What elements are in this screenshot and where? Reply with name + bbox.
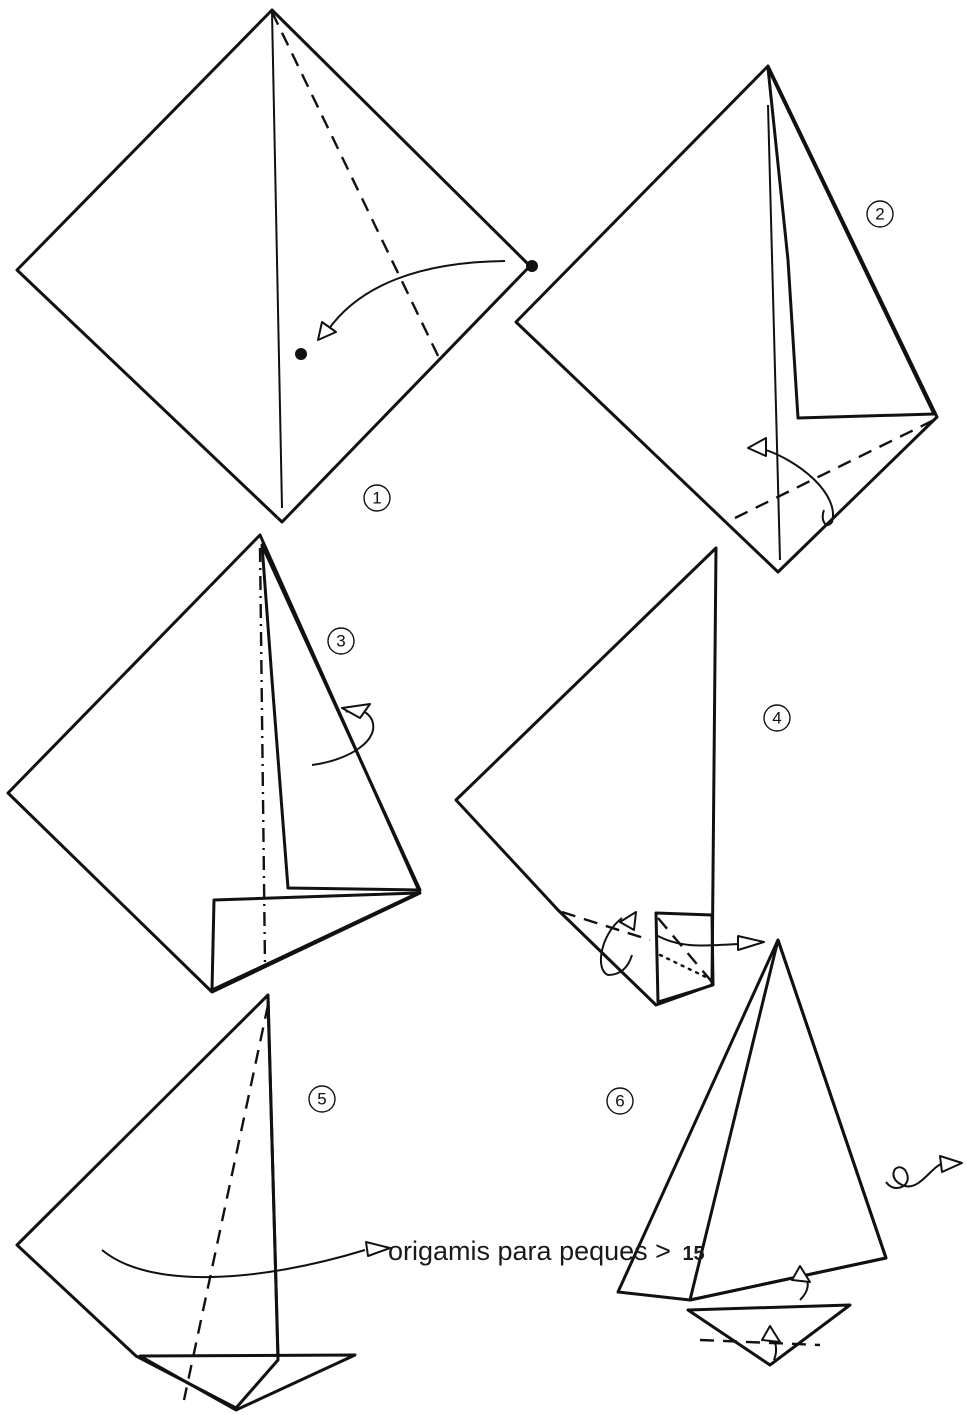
page-number: 15 (682, 1243, 704, 1265)
step-3-number-badge: 3 (328, 628, 354, 654)
step-4-diagram: 4 (456, 548, 790, 1005)
step-2-number: 2 (875, 205, 884, 224)
step-5-mast-line (268, 1000, 278, 1356)
step-1-target-dot (295, 348, 307, 360)
step-5-number: 5 (317, 1090, 326, 1109)
step-1-valley-fold-line (272, 12, 440, 360)
step-3-upper-flap (262, 545, 420, 890)
step-6-lower-arrowhead (762, 1326, 780, 1342)
step-2-number-badge: 2 (867, 201, 893, 227)
step-3-number: 3 (336, 632, 345, 651)
step-5-hull-flap (140, 1355, 355, 1410)
step-5-arrowhead (366, 1242, 390, 1256)
step-6-sail-front (690, 940, 886, 1300)
step-6-number-badge: 6 (607, 1088, 633, 1114)
step-3-arrowhead (342, 704, 370, 718)
step-1-diagram: 1 (17, 10, 538, 522)
step-6-upper-fold-line (690, 1258, 886, 1300)
step-2-folded-flap (768, 68, 934, 418)
step-1-arrowhead (318, 322, 336, 340)
step-4-number-badge: 4 (764, 705, 790, 731)
step-4-turn-arrow (656, 935, 738, 945)
step-4-turn-arrowhead (738, 936, 764, 950)
step-3-diagram: 3 (8, 535, 420, 992)
step-1-start-dot (526, 260, 538, 272)
step-4-arrowhead (620, 912, 636, 930)
step-5-paper-body (17, 995, 278, 1408)
step-6-number: 6 (615, 1092, 624, 1111)
page-footer: origamis para peques > 15 (388, 1236, 705, 1267)
step-3-lower-flap (212, 893, 418, 990)
step-4-diagonal-crease (658, 918, 712, 982)
step-6-turn-over-icon (886, 1164, 942, 1188)
footer-title: origamis para peques > (388, 1236, 671, 1266)
step-1-number-badge: 1 (364, 485, 390, 511)
step-5-diagram: 5 (17, 995, 390, 1410)
step-2-paper-body (516, 66, 937, 572)
step-1-number: 1 (372, 489, 381, 508)
step-4-paper-body (456, 548, 716, 1005)
step-6-turn-over-arrowhead (940, 1156, 962, 1172)
step-2-arrowhead (748, 438, 766, 456)
step-4-dotted-crease (660, 955, 712, 980)
step-2-valley-fold-line (735, 420, 934, 518)
step-5-fold-arrow (102, 1250, 365, 1277)
step-1-center-crease (272, 12, 282, 508)
step-4-number: 4 (772, 709, 781, 728)
step-3-mountain-fold-line (260, 548, 265, 965)
step-2-diagram: 2 (516, 66, 937, 572)
step-5-number-badge: 5 (309, 1086, 335, 1112)
